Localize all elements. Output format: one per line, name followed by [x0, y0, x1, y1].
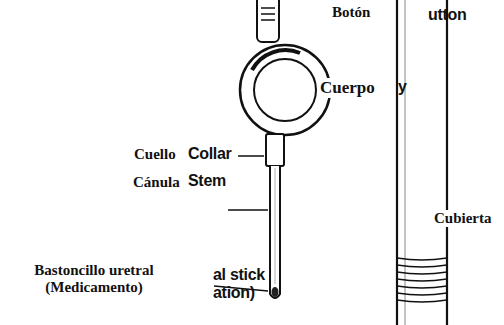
part-label: Botón [330, 4, 372, 21]
cover-rib [397, 293, 447, 295]
part-label: Cuello [132, 146, 178, 163]
cover-rib [397, 300, 447, 302]
part-label: utton [428, 6, 466, 24]
cover-rib [397, 286, 447, 288]
cover-rib [397, 272, 447, 274]
part-label: Cubierta [432, 210, 494, 227]
cover-tube [397, 0, 447, 325]
part-label: Stem [188, 172, 226, 190]
part-label: Collar [188, 145, 232, 163]
part-label: al stick [213, 266, 265, 284]
cover-rib [397, 258, 447, 260]
medication-stick [272, 287, 279, 297]
collar [266, 134, 284, 166]
leader-line [228, 209, 268, 211]
part-label: ation) [213, 284, 255, 302]
leader-line [238, 155, 264, 157]
part-label: Cuerpo [318, 78, 377, 98]
part-label: Bastoncillo uretral (Medicamento) [12, 262, 176, 297]
body-ring [240, 45, 330, 135]
cover-rib [397, 279, 447, 281]
cover-rib [397, 265, 447, 267]
stem [270, 166, 280, 298]
button [257, 0, 279, 42]
part-label: y [398, 78, 407, 96]
part-label: Cánula [131, 174, 182, 191]
